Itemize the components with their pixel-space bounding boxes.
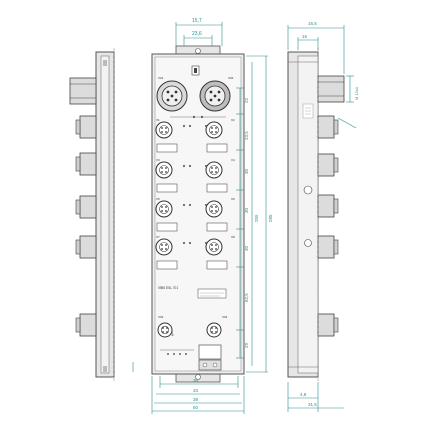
front-dimension-text: 15,7 23,6 22 23,5 30 30 30 62,5 29 255 2… [192, 18, 273, 410]
ce-mark-icon [304, 239, 312, 247]
port-label-x2: X2 [231, 118, 235, 122]
front-top-connector-right [199, 80, 231, 112]
port-label-x1: X1 [156, 118, 160, 122]
right-side-connector [317, 235, 339, 259]
right-side-plate [297, 55, 319, 374]
top-connector-label-right: X02 [228, 76, 234, 80]
port-label-x3: X3 [156, 158, 160, 162]
dim-bottom2: 31,5 [308, 402, 317, 407]
dim-outer-width: 15,7 [192, 18, 202, 24]
dim-d4: 30 [244, 207, 249, 213]
port-label-x7: X7 [156, 235, 160, 239]
dim-d5: 30 [244, 245, 249, 251]
right-side-dimensions [287, 25, 357, 412]
left-side-connector [75, 235, 97, 259]
dim-inner-width: 23,6 [192, 31, 202, 37]
dim-overall-outer: 285 [268, 214, 273, 222]
front-view: X01 X02 [151, 45, 245, 383]
left-side-connector-top [69, 77, 97, 105]
dim-d2: 23,5 [244, 131, 249, 140]
port-label-x8: X8 [231, 235, 235, 239]
bottom-connector-label-right: X04 [222, 315, 228, 319]
right-side-view [287, 48, 345, 382]
dim-d6: 62,5 [244, 293, 249, 302]
ul-mark-icon [303, 185, 313, 195]
bottom-connector-label-left: X03 [158, 315, 164, 319]
dim-bottom1: 4,8 [300, 392, 307, 397]
dim-d3: 30 [244, 168, 249, 174]
top-connector-label-left: X01 [158, 76, 164, 80]
certification-marks [302, 103, 314, 247]
dim-depth-top: 16,5 [308, 21, 317, 26]
dim-d7: 29 [244, 342, 249, 348]
ground-symbol: ⏚ [170, 331, 175, 338]
m12-port-row-2 [155, 161, 228, 193]
port-label-x4: X4 [231, 158, 235, 162]
left-side-connector [75, 115, 97, 139]
front-bottom-connector-left [157, 322, 173, 338]
dim-w1: 36 [193, 378, 199, 383]
dim-d1: 22 [244, 97, 249, 103]
dim-w2: 33 [193, 388, 199, 393]
front-logo-mark [191, 65, 200, 76]
front-earth-terminal [198, 344, 222, 360]
front-top-connector-left [156, 80, 188, 112]
left-side-view [69, 48, 115, 382]
left-side-connector [75, 195, 97, 219]
front-bottom-connector-right [206, 322, 222, 338]
right-side-connector [317, 313, 339, 337]
port-label-x5: X5 [156, 197, 160, 201]
dim-thread: M 12x1 [354, 86, 359, 100]
front-bottom-text: 0980 ESL 701 [158, 286, 178, 290]
right-side-connector [317, 115, 339, 139]
left-side-connector [75, 152, 97, 176]
m12-port-row-1 [155, 121, 228, 153]
dim-w4: 60 [193, 405, 199, 410]
right-side-dimension-text: 16,5 16 M 12x1 4,8 31,5 [300, 21, 359, 407]
left-side-inner-strip [100, 55, 110, 374]
right-side-connector-top [317, 75, 345, 103]
port-label-x6: X6 [231, 197, 235, 201]
dim-offset: 16 [302, 34, 308, 39]
right-side-connector [317, 153, 339, 177]
front-info-label [197, 288, 227, 299]
left-side-connector [75, 313, 97, 337]
dim-w3: 38 [193, 397, 199, 402]
m12-port-row-3 [155, 200, 228, 232]
right-side-connector [317, 194, 339, 218]
front-terminal-block [198, 359, 222, 371]
m12-port-row-4 [155, 238, 228, 270]
front-dimensions [132, 22, 268, 414]
dim-overall-inner: 255 [254, 214, 259, 222]
